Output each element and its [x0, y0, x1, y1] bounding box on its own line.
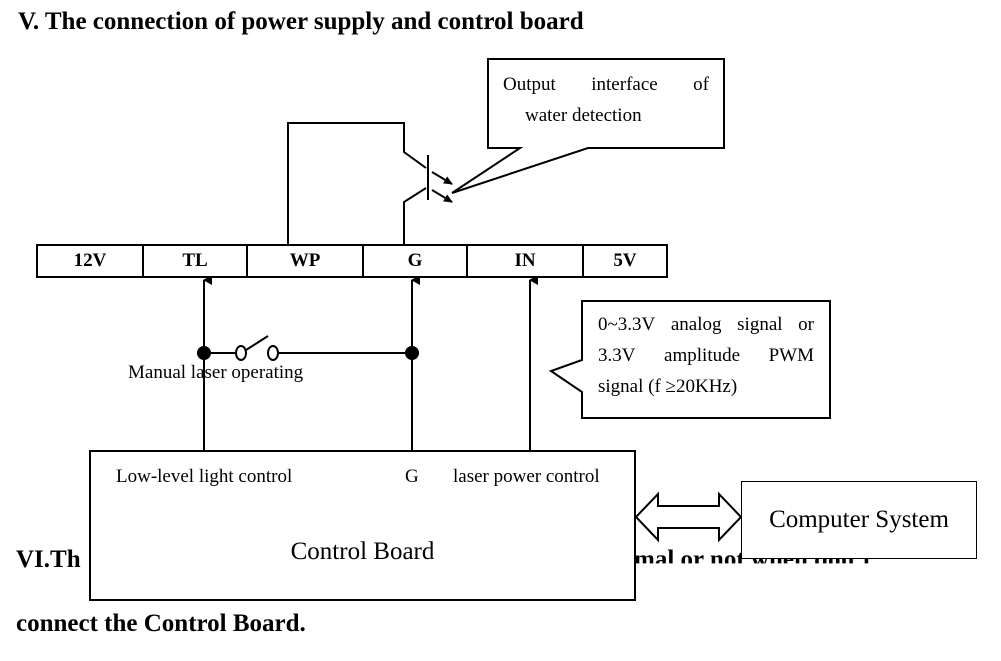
callout-word: PWM	[768, 345, 814, 366]
section-vi-heading-start: VI.Th	[16, 546, 81, 573]
callout-word: analog	[670, 314, 722, 335]
callout-analog-line1: 0~3.3V analog signal or	[598, 314, 814, 336]
callout-word: interface	[591, 74, 658, 95]
callout-analog-line3: signal (f ≥20KHz)	[598, 376, 738, 397]
terminal-wp: WP	[248, 246, 364, 276]
computer-system-label: Computer System	[769, 506, 949, 533]
callout-word: or	[798, 314, 814, 335]
terminal-strip: 12V TL WP G IN 5V	[36, 244, 668, 278]
callout-word: 0~3.3V	[598, 314, 656, 335]
terminal-12v: 12V	[38, 246, 144, 276]
optocoupler-circuit	[287, 122, 453, 246]
callout-word: amplitude	[664, 345, 741, 366]
low-level-light-label: Low-level light control	[116, 466, 293, 487]
control-board: Low-level light control G laser power co…	[89, 450, 636, 601]
terminal-tl: TL	[144, 246, 248, 276]
callout-analog-line2: 3.3V amplitude PWM	[598, 345, 814, 367]
section-v-heading: V. The connection of power supply and co…	[18, 8, 584, 35]
callout-word: Output	[503, 74, 556, 95]
section-vi-heading-continued: connect the Control Board.	[16, 610, 306, 637]
signal-lines	[203, 275, 538, 451]
callout-word: 3.3V	[598, 345, 636, 366]
callout-word: signal	[737, 314, 783, 335]
callout-water-detection-line1: Output interface of	[503, 74, 709, 96]
computer-system-box: Computer System	[741, 481, 977, 559]
ground-label: G	[405, 466, 419, 487]
callout-water-detection-line2: water detection	[525, 105, 642, 126]
terminal-g: G	[364, 246, 468, 276]
callout-word: of	[693, 74, 709, 95]
terminal-in: IN	[468, 246, 584, 276]
control-board-title: Control Board	[290, 538, 435, 565]
laser-power-label: laser power control	[453, 466, 600, 487]
manual-laser-label: Manual laser operating	[128, 362, 304, 383]
junction-dot	[405, 346, 419, 360]
terminal-5v: 5V	[613, 250, 637, 271]
junction-dot	[197, 346, 211, 360]
manual-laser-switch	[204, 335, 412, 361]
